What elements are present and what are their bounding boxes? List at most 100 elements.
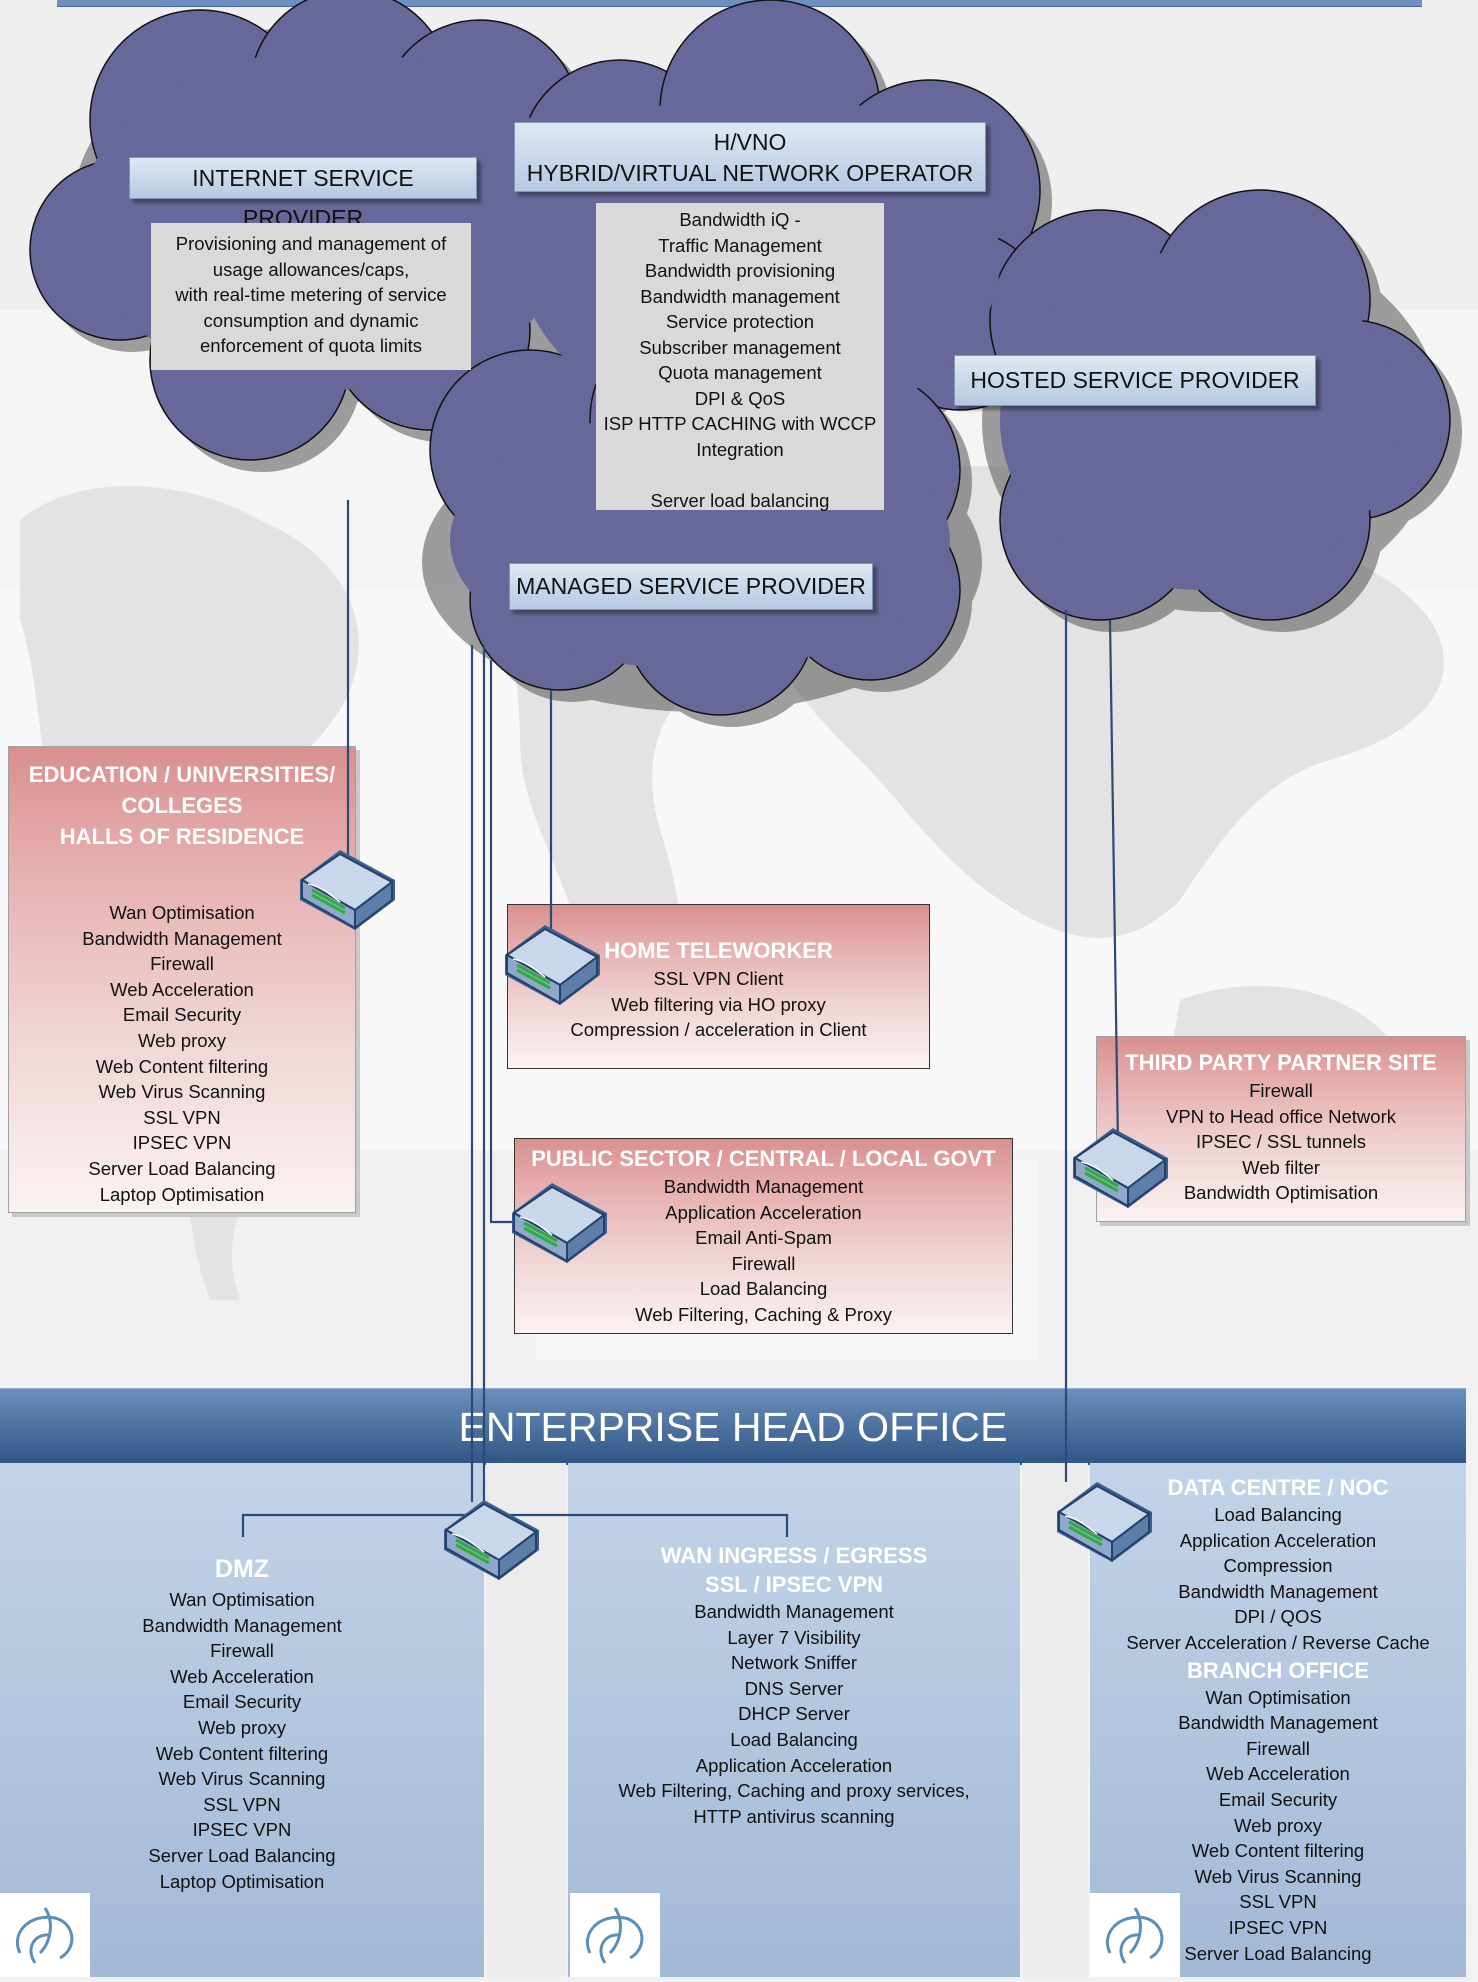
hvno-description: Bandwidth iQ - Traffic Management Bandwi… xyxy=(596,203,884,511)
isp-cloud-label: INTERNET SERVICE PROVIDER xyxy=(129,157,477,231)
wan-item: DHCP Server xyxy=(738,1703,850,1725)
hvno-description-line: Service protection xyxy=(665,311,815,332)
dmz-item: Firewall xyxy=(210,1640,274,1662)
hvno-description-line: ISP HTTP CACHING with WCCP xyxy=(603,413,877,434)
wan-item: Bandwidth Management xyxy=(694,1601,894,1622)
isp-description: Provisioning and management of usage all… xyxy=(151,223,471,370)
managed-cloud-label: MANAGED SERVICE PROVIDER xyxy=(509,563,873,610)
head-office-title: ENTERPRISE HEAD OFFICE xyxy=(458,1404,1008,1450)
datacentre-item: Load Balancing xyxy=(1214,1504,1342,1525)
dmz-item: Email Security xyxy=(182,1691,302,1713)
education-title: HALLS OF RESIDENCE xyxy=(59,824,305,849)
education-site-box: EDUCATION / UNIVERSITIES/ COLLEGES HALLS… xyxy=(8,746,356,1213)
education-item: Web Content filtering xyxy=(95,1055,269,1077)
branch-item: SSL VPN xyxy=(1239,1891,1317,1913)
wan-item: Layer 7 Visibility xyxy=(727,1626,861,1648)
msp-public-link xyxy=(489,660,520,1224)
hvno-description-line: Server load balancing xyxy=(650,489,830,511)
hvno-description-line: Bandwidth management xyxy=(640,285,840,307)
router-icon xyxy=(298,848,397,932)
education-item: Bandwidth Management xyxy=(82,927,282,949)
branch-item: Server Load Balancing xyxy=(1184,1942,1372,1964)
datacentre-title: DATA CENTRE / NOC xyxy=(1167,1475,1389,1500)
third-party-item: Bandwidth Optimisation xyxy=(1183,1182,1379,1204)
public-sector-item: Load Balancing xyxy=(699,1278,828,1300)
router-icon xyxy=(503,923,602,1007)
public-sector-item: Web Filtering, Caching & Proxy xyxy=(635,1303,892,1325)
third-party-item: IPSEC / SSL tunnels xyxy=(1195,1131,1366,1153)
branch-item: IPSEC VPN xyxy=(1228,1916,1328,1938)
dmz-item: IPSEC VPN xyxy=(192,1819,292,1841)
wan-item: HTTP antivirus scanning xyxy=(693,1805,895,1827)
home-teleworker-item: SSL VPN Client xyxy=(653,968,784,989)
hvno-description-line: Traffic Management xyxy=(658,234,822,256)
wan-column: WAN INGRESS / EGRESS SSL / IPSEC VPN Ban… xyxy=(568,1463,1020,1977)
dmz-column: DMZ Wan Optimisation Bandwidth Managemen… xyxy=(0,1463,484,1977)
hvno-label-line: HYBRID/VIRTUAL NETWORK OPERATOR xyxy=(526,160,974,186)
router-icon xyxy=(1055,1480,1154,1564)
branch-item: Web Content filtering xyxy=(1191,1840,1365,1862)
head-office-banner: ENTERPRISE HEAD OFFICE xyxy=(0,1388,1466,1465)
datacentre-item: Compression xyxy=(1223,1555,1333,1577)
wan-item: Web Filtering, Caching and proxy service… xyxy=(618,1780,970,1802)
dmz-item: SSL VPN xyxy=(203,1793,281,1815)
dmz-item: Web Virus Scanning xyxy=(158,1768,326,1790)
dmz-item: Bandwidth Management xyxy=(142,1614,342,1636)
isp-description-line: Provisioning and management of xyxy=(175,233,447,254)
dmz-item: Server Load Balancing xyxy=(148,1844,336,1866)
wan-item: Application Acceleration xyxy=(695,1754,893,1776)
home-teleworker-item: Web filtering via HO proxy xyxy=(611,993,826,1015)
public-sector-item: Bandwidth Management xyxy=(663,1176,864,1197)
branch-item: Email Security xyxy=(1218,1788,1338,1810)
education-item: Web Acceleration xyxy=(110,978,254,1000)
dmz-item: Web proxy xyxy=(197,1716,287,1738)
education-item: Laptop Optimisation xyxy=(99,1183,265,1205)
isp-description-line: usage allowances/caps, xyxy=(212,258,410,280)
company-logo xyxy=(0,1893,90,1977)
education-item: SSL VPN xyxy=(143,1106,221,1128)
dmz-item: Web Content filtering xyxy=(155,1742,329,1764)
third-party-item: Web filter xyxy=(1242,1156,1320,1178)
hvno-label-line: H/VNO xyxy=(713,129,787,155)
datacentre-item: DPI / QOS xyxy=(1234,1606,1322,1628)
dmz-item: Web Acceleration xyxy=(170,1665,314,1687)
hosted-thirdparty-link xyxy=(1108,619,1120,1146)
datacentre-item: Server Acceleration / Reverse Cache xyxy=(1126,1631,1430,1653)
wan-item: Network Sniffer xyxy=(730,1652,858,1674)
third-party-title: THIRD PARTY PARTNER SITE xyxy=(1125,1050,1437,1075)
branch-item: Firewall xyxy=(1246,1737,1310,1759)
company-logo xyxy=(1090,1893,1180,1977)
hvno-description-line: Quota management xyxy=(658,362,822,383)
branch-item: Web Virus Scanning xyxy=(1194,1865,1362,1887)
public-sector-title: PUBLIC SECTOR / CENTRAL / LOCAL GOVT xyxy=(531,1146,996,1171)
hvno-description-line: Bandwidth iQ - xyxy=(679,209,801,230)
branch-item: Wan Optimisation xyxy=(1205,1686,1351,1708)
router-icon xyxy=(1071,1126,1170,1210)
company-logo xyxy=(570,1893,660,1977)
hvno-description-line: Subscriber management xyxy=(639,336,841,358)
education-item: Web Virus Scanning xyxy=(98,1081,266,1103)
isp-description-line: consumption and dynamic xyxy=(203,309,419,331)
hvno-description-line: Integration xyxy=(696,438,784,460)
branch-office-title: BRANCH OFFICE xyxy=(1186,1657,1370,1683)
branch-item: Web proxy xyxy=(1233,1814,1323,1836)
education-item: Email Security xyxy=(122,1004,242,1026)
education-item: Server Load Balancing xyxy=(88,1157,276,1179)
public-sector-item: Application Acceleration xyxy=(665,1201,862,1223)
public-sector-item: Firewall xyxy=(731,1252,796,1274)
dmz-title: DMZ xyxy=(214,1555,270,1583)
education-item: Firewall xyxy=(150,953,214,975)
public-sector-item: Email Anti-Spam xyxy=(695,1227,832,1249)
column-gap xyxy=(1022,1463,1088,1977)
dmz-item: Laptop Optimisation xyxy=(159,1870,325,1892)
education-title: COLLEGES xyxy=(121,793,243,818)
datacentre-column: DATA CENTRE / NOC Load Balancing Applica… xyxy=(1090,1463,1466,1977)
wan-title: WAN INGRESS / EGRESS xyxy=(660,1543,928,1568)
home-teleworker-title: HOME TELEWORKER xyxy=(604,938,833,963)
datacentre-item: Bandwidth Management xyxy=(1178,1580,1378,1602)
hvno-description-line: Bandwidth provisioning xyxy=(644,260,836,281)
education-title: EDUCATION / UNIVERSITIES/ xyxy=(28,762,336,787)
third-party-item: Firewall xyxy=(1249,1080,1313,1101)
dmz-router-link xyxy=(241,1513,789,1537)
